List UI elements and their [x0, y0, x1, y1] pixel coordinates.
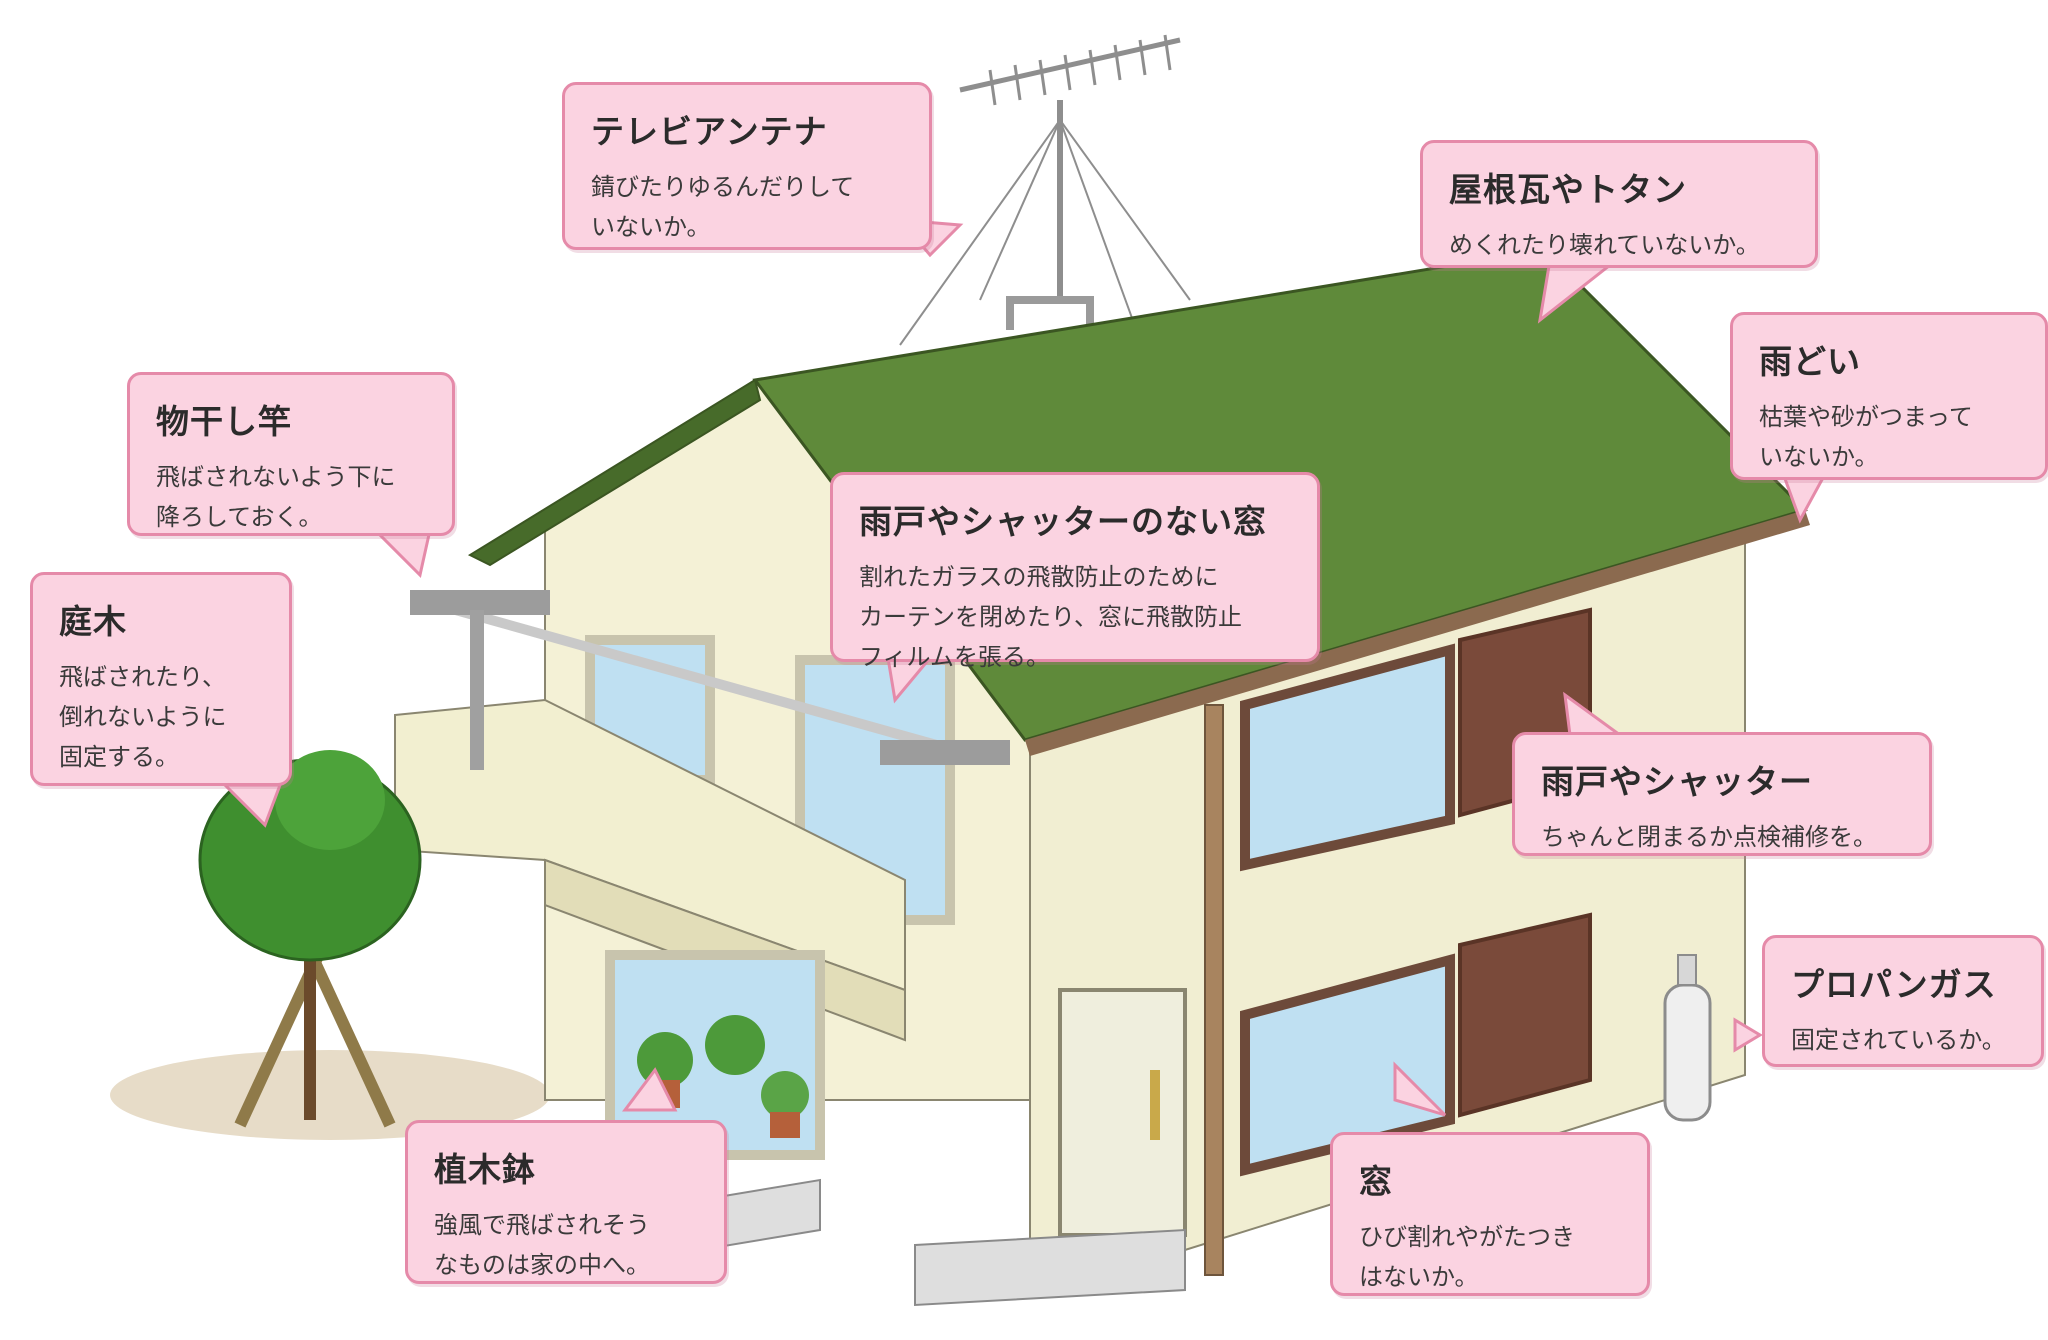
callout-desc: 飛ばされたり、 倒れないように 固定する。 [59, 663, 227, 771]
callout-desc: 錆びたりゆるんだりして いないか。 [591, 173, 855, 241]
callout-desc: 固定されているか。 [1791, 1026, 2006, 1054]
callout-desc: 枯葉や砂がつまって いないか。 [1759, 403, 1973, 471]
upper-window [1240, 643, 1455, 872]
callout-title: 雨戸やシャッターのない窓 [859, 502, 1267, 541]
lower-window [1240, 953, 1455, 1177]
callout-title: 物干し竿 [156, 402, 292, 441]
callout-desc: 割れたガラスの飛散防止のために カーテンを閉めたり、窓に飛散防止 フィルムを張る… [859, 563, 1243, 671]
callout-window-no-shutter: 雨戸やシャッターのない窓 割れたガラスの飛散防止のために カーテンを閉めたり、窓… [830, 472, 1320, 671]
callout-roof: 屋根瓦やトタン めくれたり壊れていないか。 [1420, 140, 1818, 268]
callout-desc: ひび割れやがたつき はないか。 [1359, 1223, 1575, 1291]
callout-garden-tree: 庭木 飛ばされたり、 倒れないように 固定する。 [30, 572, 292, 786]
callout-gutter: 雨どい 枯葉や砂がつまって いないか。 [1730, 312, 2048, 480]
callout-title: 窓 [1359, 1162, 1393, 1201]
propane-tank [1663, 954, 1712, 1122]
callout-window: 窓 ひび割れやがたつき はないか。 [1330, 1132, 1650, 1296]
callout-title: 雨戸やシャッター [1541, 762, 1813, 801]
tv-antenna [899, 34, 1191, 396]
downspout [1204, 704, 1224, 1276]
callout-desc: 飛ばされないよう下に 降ろしておく。 [156, 463, 396, 531]
ground-shadow [110, 1050, 550, 1140]
callout-desc: めくれたり壊れていないか。 [1449, 231, 1760, 259]
entrance-door [1058, 988, 1187, 1237]
garden-tree [198, 750, 422, 1128]
callout-shutter: 雨戸やシャッター ちゃんと閉まるか点検補修を。 [1512, 732, 1932, 856]
door-handle [1150, 1070, 1160, 1140]
roof-left-eave [467, 378, 762, 567]
entrance-step [914, 1228, 1186, 1307]
callout-laundry-pole: 物干し竿 飛ばされないよう下に 降ろしておく。 [127, 372, 455, 536]
callout-propane-gas: プロパンガス 固定されているか。 [1762, 935, 2044, 1067]
callout-planter: 植木鉢 強風で飛ばされそう なものは家の中へ。 [405, 1120, 727, 1284]
callout-title: テレビアンテナ [591, 112, 828, 151]
callout-title: プロパンガス [1791, 965, 1997, 1004]
laundry-pole [410, 590, 1010, 770]
roof-gutter [1025, 510, 1810, 756]
callout-title: 庭木 [59, 602, 127, 641]
callout-desc: ちゃんと閉まるか点検補修を。 [1541, 823, 1877, 851]
callout-title: 雨どい [1759, 342, 1861, 381]
callout-desc: 強風で飛ばされそう なものは家の中へ。 [434, 1211, 650, 1279]
callout-title: 屋根瓦やトタン [1449, 170, 1687, 209]
callout-tv-antenna: テレビアンテナ 錆びたりゆるんだりして いないか。 [562, 82, 932, 250]
callout-title: 植木鉢 [434, 1150, 536, 1189]
lower-shutter [1458, 912, 1592, 1118]
